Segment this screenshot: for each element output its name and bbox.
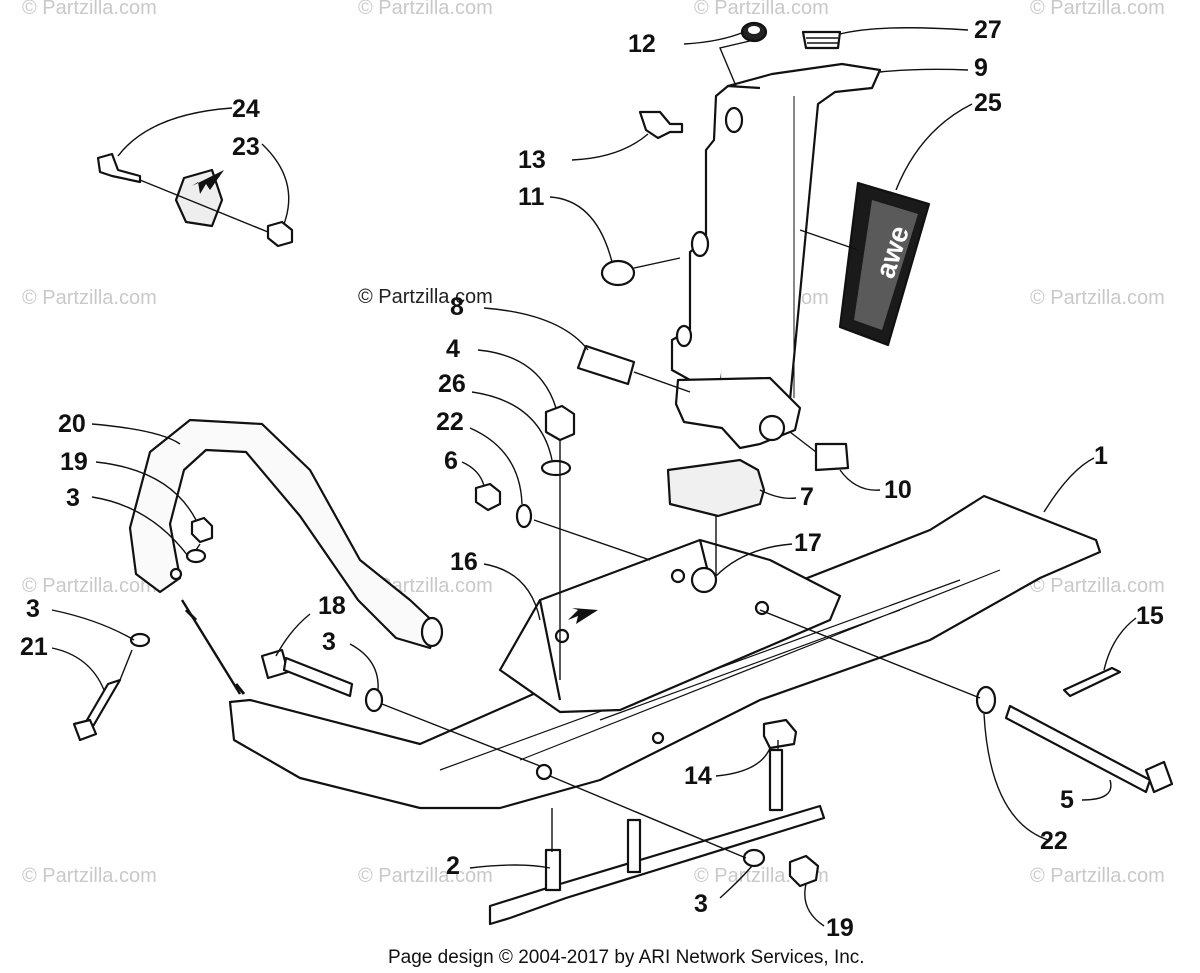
arrow-icons [192,170,598,624]
callout-23: 23 [232,133,260,161]
watermark: © Partzilla.com [1030,0,1165,19]
watermark: © Partzilla.com [1030,287,1165,309]
part-cap [801,30,842,50]
callout-12: 12 [628,30,656,58]
part-decal: awe [838,181,931,347]
callout-24: 24 [232,95,260,123]
part-saddle [498,538,842,714]
callout-20: 20 [58,410,86,438]
watermark: © Partzilla.com [358,0,493,19]
callout-5: 5 [1060,786,1074,814]
callout-16: 16 [450,548,478,576]
watermark: © Partzilla.com [358,865,493,887]
watermark: © Partzilla.com [694,0,829,19]
callouts: 1 2 3 3 3 3 4 5 6 7 8 9 10 11 12 13 [20,16,1164,942]
watermark: © Partzilla.com [22,287,157,309]
watermark: © Partzilla.com [22,0,157,19]
part-bolt-5 [1004,704,1174,794]
part-bushing-8 [576,344,636,386]
part-washer-17 [690,566,718,594]
callout-8: 8 [450,293,464,321]
copyright-label: © Partzilla.com [358,286,493,308]
callout-19: 19 [60,448,88,476]
callout-6: 6 [444,447,458,475]
part-bushing-11 [600,259,636,287]
callout-14: 14 [684,762,712,790]
callout-3: 3 [694,890,708,918]
callout-2: 2 [446,852,460,880]
callout-3: 3 [66,484,80,512]
arrow-icon [192,170,224,194]
callout-17: 17 [794,529,822,557]
part-nut-6 [474,482,502,512]
callout-25: 25 [974,89,1002,117]
part-nut-19 [190,516,214,544]
watermark: © Partzilla.com [22,865,157,887]
callout-26: 26 [438,370,466,398]
callout-22: 22 [1040,827,1068,855]
part-nut-4 [544,404,576,442]
callout-3: 3 [322,628,336,656]
callout-10: 10 [884,476,912,504]
part-nut-19 [788,854,820,888]
part-grommet [740,21,768,43]
part-bushing-10 [814,442,850,472]
callout-27: 27 [974,16,1002,44]
part-washer-22 [515,503,533,529]
part-washer-3 [742,848,766,868]
callout-22: 22 [436,408,464,436]
callout-9: 9 [974,54,988,82]
callout-19: 19 [826,914,854,942]
arrow-icon [568,608,598,624]
part-washer-3 [364,687,384,713]
part-bolt-21 [72,678,122,742]
callout-7: 7 [800,483,814,511]
callout-18: 18 [318,592,346,620]
part-nut-23 [266,220,294,248]
watermark: © Partzilla.com [1030,865,1165,887]
part-spindle [670,62,882,450]
callout-1: 1 [1094,442,1108,470]
callout-4: 4 [446,335,460,363]
part-stopper [666,458,766,518]
watermark: © Partzilla.com [22,575,157,597]
part-washer-26 [540,459,572,477]
callout-13: 13 [518,146,546,174]
part-bolt-18 [260,648,354,698]
callout-21: 21 [20,633,48,661]
part-nut-14 [762,718,798,750]
assembly-lines [119,179,981,859]
part-bolt-24 [96,152,142,184]
callout-3: 3 [26,595,40,623]
part-washer-3 [129,632,151,648]
part-washer-22 [975,685,997,715]
part-cotter-pin [1062,666,1122,698]
watermark: © Partzilla.com [1030,575,1165,597]
footer-credit: Page design © 2004-2017 by ARI Network S… [388,947,865,968]
part-washer-3 [185,548,207,564]
part-handle [128,418,444,650]
parts: awe [72,21,1174,926]
part-grease-fitting [638,110,684,140]
callout-11: 11 [518,183,545,211]
callout-15: 15 [1136,602,1164,630]
part-wear-bar [488,748,826,926]
watermarks: © Partzilla.com © Partzilla.com © Partzi… [22,0,1165,887]
